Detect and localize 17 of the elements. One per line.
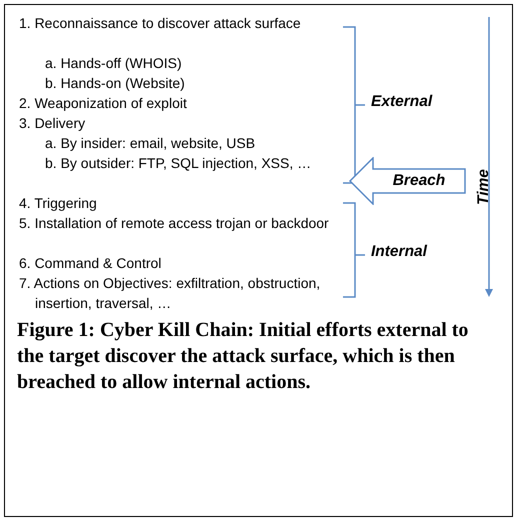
arrow-label: Breach [392,171,446,191]
list-item: b. By outsider: FTP, SQL injection, XSS, … [45,154,312,173]
bracket-label: Internal [371,243,427,261]
list-item: 4. Triggering [19,194,98,213]
list-item: 6. Command & Control [19,254,162,273]
list-item: a. By insider: email, website, USB [45,134,256,153]
list-item: a. Hands-off (WHOIS) [45,54,183,73]
list-item: 7. Actions on Objectives: exfiltration, obstruction, insertion, traversal, … [19,274,322,313]
list-item: 1. Reconnaissance to discover attack surface [19,14,302,33]
bracket-label: External [371,93,432,111]
list-item: 3. Delivery [19,114,86,133]
figure-caption: Figure 1: Cyber Kill Chain: Initial efforts external to the target discover the attack surface, which is then breached to allow internal actions. [17,318,470,395]
list-item: b. Hands-on (Website) [45,74,186,93]
list-item: 2. Weaponization of exploit [19,94,188,113]
axis-label: Time [475,169,493,205]
list-item: 5. Installation of remote access trojan or backdoor [19,214,330,233]
block-arrow [349,157,467,205]
